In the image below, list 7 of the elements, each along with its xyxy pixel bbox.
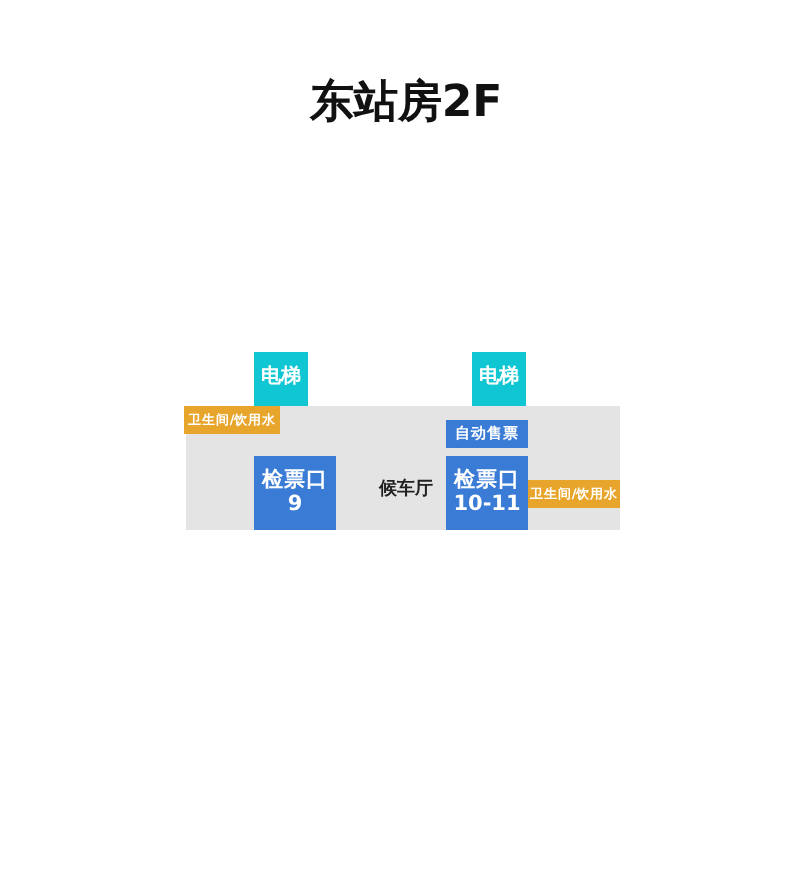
elevator-box: 电梯: [472, 352, 526, 406]
title: 东站房2F: [307, 75, 505, 132]
hall-background: [186, 406, 620, 530]
elevator-box: 电梯: [254, 352, 308, 406]
ticket-gate-box: 检票口 9: [254, 456, 336, 530]
hall-label: 候车厅: [376, 482, 435, 501]
ticket-gate-box: 检票口 10-11: [446, 456, 528, 530]
